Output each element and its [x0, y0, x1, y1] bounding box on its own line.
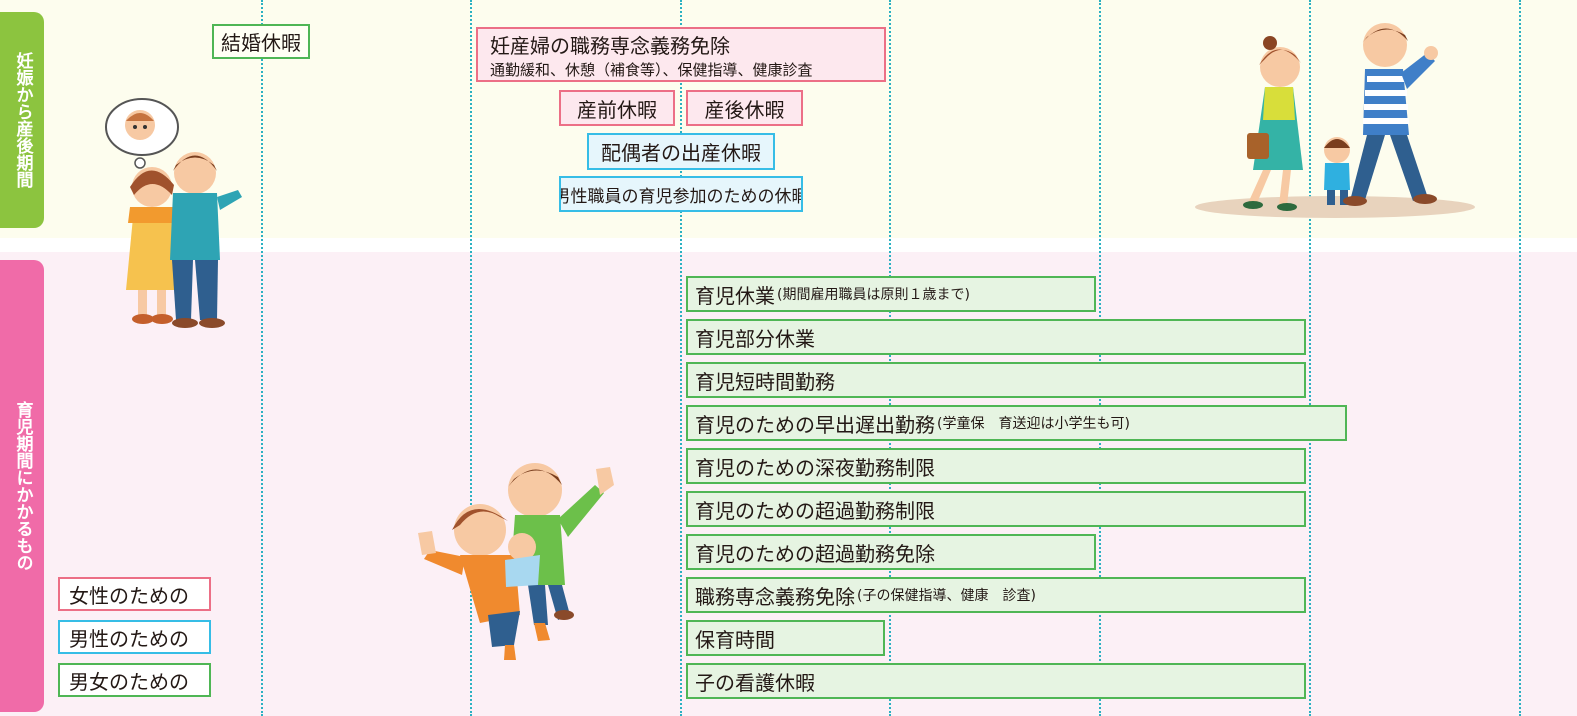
short-hours-work-box: 育児短時間勤務 [686, 362, 1306, 398]
prenatal-leave-label: 産前休暇 [577, 97, 657, 122]
section-label-pregnancy: 妊娠から産後期間 [0, 12, 44, 228]
childcare-item-label: 育児休業 [695, 283, 775, 308]
pregnant-duty-exemption-box: 妊産婦の職務専念義務免除 通勤緩和、休憩（補食等）、保健指導、健康診査 [476, 27, 886, 82]
childcare-item-label: 職務専念義務免除 [695, 584, 855, 609]
childcare-item-label: 育児部分休業 [695, 326, 815, 351]
section-label-childcare: 育児期間にかかるもの [0, 260, 44, 712]
overtime-limit-box: 育児のための超過勤務制限 [686, 491, 1306, 527]
guide-line [1519, 0, 1521, 716]
childcare-item-label: 子の看護休暇 [695, 670, 815, 695]
overtime-exemption-box: 育児のための超過勤務免除 [686, 534, 1096, 570]
childcare-item-label: 育児のための早出遅出勤務 [695, 412, 935, 437]
guide-line [261, 0, 263, 716]
parents-with-baby-illustration [418, 463, 614, 660]
legend-male: 男性のための [58, 620, 211, 654]
legend-both-label: 男女のための [69, 669, 189, 694]
guide-line [1309, 0, 1311, 716]
postnatal-leave-box: 産後休暇 [686, 90, 803, 126]
child-sick-leave-box: 子の看護休暇 [686, 663, 1306, 699]
legend-female: 女性のための [58, 577, 211, 611]
marriage-leave-label: 結婚休暇 [221, 31, 301, 55]
childcare-leave-box: 育児休業(期間雇用職員は原則１歳まで) [686, 276, 1096, 312]
pregnant-duty-exemption-detail: 通勤緩和、休憩（補食等）、保健指導、健康診査 [490, 60, 813, 79]
legend-male-label: 男性のための [69, 626, 189, 651]
childcare-item-label: 保育時間 [695, 627, 775, 652]
childcare-item-label: 育児のための超過勤務免除 [695, 541, 935, 566]
postnatal-leave-label: 産後休暇 [704, 97, 785, 122]
spouse-birth-leave-box: 配偶者の出産休暇 [587, 133, 775, 170]
partial-childcare-leave-box: 育児部分休業 [686, 319, 1306, 355]
childcare-item-note: (学童保 育送迎は小学生も可) [937, 416, 1130, 432]
male-childcare-leave-label: 男性職員の育児参加のための休暇 [559, 186, 803, 207]
night-work-limit-box: 育児のための深夜勤務制限 [686, 448, 1306, 484]
pregnant-duty-exemption-title: 妊産婦の職務専念義務免除 [490, 33, 730, 58]
guide-line [680, 0, 682, 716]
guide-line [889, 0, 891, 716]
spouse-birth-leave-label: 配偶者の出産休暇 [601, 141, 761, 165]
childcare-item-label: 育児短時間勤務 [695, 369, 835, 394]
legend-female-label: 女性のための [69, 583, 189, 608]
childcare-item-note: (子の保健指導、健康 診査) [857, 588, 1036, 604]
nursing-time-box: 保育時間 [686, 620, 885, 656]
legend-both: 男女のための [58, 663, 211, 697]
childcare-item-note: (期間雇用職員は原則１歳まで) [777, 287, 970, 303]
childcare-item-label: 育児のための超過勤務制限 [695, 498, 935, 523]
childcare-item-label: 育児のための深夜勤務制限 [695, 455, 935, 480]
prenatal-leave-box: 産前休暇 [559, 90, 675, 126]
duty-exemption-child-box: 職務専念義務免除(子の保健指導、健康 診査) [686, 577, 1306, 613]
early-late-shift-box: 育児のための早出遅出勤務(学童保 育送迎は小学生も可) [686, 405, 1347, 441]
walking-family-illustration [1195, 23, 1475, 218]
male-childcare-leave-box: 男性職員の育児参加のための休暇 [559, 176, 803, 212]
guide-line [1099, 0, 1101, 716]
expecting-couple-illustration [105, 98, 242, 328]
guide-line [470, 0, 472, 716]
marriage-leave-box: 結婚休暇 [212, 24, 310, 59]
